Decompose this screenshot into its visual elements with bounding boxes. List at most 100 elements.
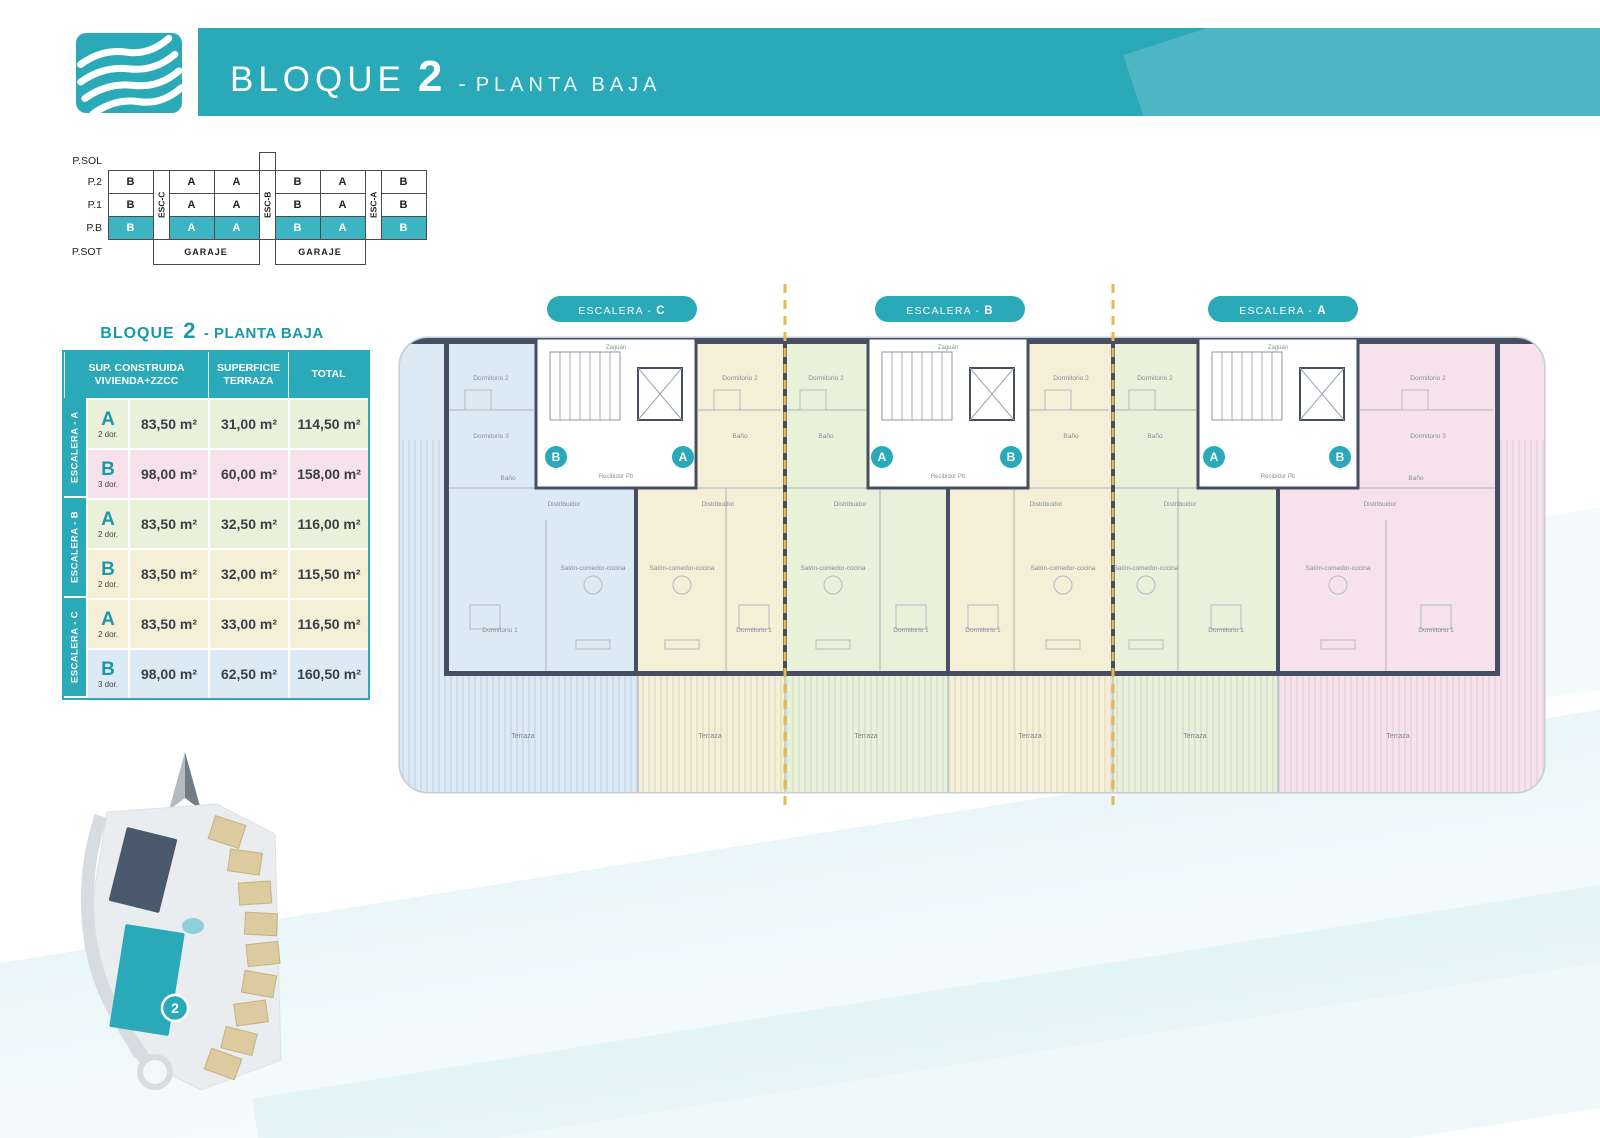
apartment-b-b-labels: Dormitorio 2 Baño Distribuidor Salón-com… <box>965 375 1096 740</box>
table-title: BLOQUE 2 - PLANTA BAJA <box>62 318 362 344</box>
apt-dorms: 3 dor. <box>97 479 118 489</box>
table-cell: 33,00 m² <box>208 598 288 648</box>
table-cell: 60,00 m² <box>208 448 288 498</box>
table-cell: 83,50 m² <box>128 498 208 548</box>
apt-letter: A <box>101 508 115 530</box>
stack-stair-core: ESC-A <box>364 169 382 240</box>
svg-text:A: A <box>679 450 688 464</box>
apartment-badge: A <box>871 446 893 468</box>
col-header-terraza: SUPERFICIE TERRAZA <box>208 352 288 398</box>
svg-text:Dormitorio 2: Dormitorio 2 <box>1053 375 1089 382</box>
apartment-c-a-labels: Dormitorio 2 Baño Distribuidor Salón-com… <box>649 375 772 740</box>
apt-badge-cell: B 2 dor. <box>86 548 128 598</box>
garage-cell: GARAJE <box>152 238 260 265</box>
col-header-construida: SUP. CONSTRUIDA VIVIENDA+ZZCC <box>64 352 208 398</box>
table-cell: 98,00 m² <box>128 648 208 698</box>
svg-text:A: A <box>878 450 887 464</box>
svg-text:Distribuidor: Distribuidor <box>834 501 868 508</box>
svg-text:Salón-comedor-cocina: Salón-comedor-cocina <box>560 565 625 572</box>
roundabout <box>137 1054 173 1090</box>
furniture <box>464 389 1452 650</box>
apartment-a-b-labels: Dormitorio 2 Dormitorio 3 Baño Distribui… <box>1305 375 1454 740</box>
apt-letter: A <box>101 408 115 430</box>
table-cell: 115,50 m² <box>288 548 368 598</box>
escalera-pill-a: ESCALERA - A <box>1208 296 1358 322</box>
stack-unit: B <box>380 169 427 194</box>
svg-text:Dormitorio 2: Dormitorio 2 <box>808 375 844 382</box>
title-number: 2 <box>417 52 443 101</box>
apt-dorms: 2 dor. <box>97 579 118 589</box>
title-dash: - <box>458 71 466 96</box>
col-header-total: TOTAL <box>288 352 368 398</box>
table-cell: 98,00 m² <box>128 448 208 498</box>
svg-text:Salón-comedor-cocina: Salón-comedor-cocina <box>1305 565 1370 572</box>
stack-unit-current-floor: A <box>168 215 215 240</box>
stack-unit-current-floor: A <box>213 215 260 240</box>
stack-unit-current-floor: A <box>319 215 366 240</box>
neighbor-buildings <box>203 815 281 1081</box>
svg-text:Distribuidor: Distribuidor <box>1030 501 1064 508</box>
svg-text:Salón-comedor-cocina: Salón-comedor-cocina <box>649 565 714 572</box>
stack-unit: B <box>380 192 427 217</box>
apt-letter: B <box>101 658 115 680</box>
stack-unit: A <box>213 169 260 194</box>
svg-text:Dormitorio 1: Dormitorio 1 <box>893 627 929 634</box>
background-swoosh <box>252 864 1600 1138</box>
table-cell: 62,50 m² <box>208 648 288 698</box>
stack-stair-core: ESC-B <box>258 169 276 240</box>
svg-text:Distribuidor: Distribuidor <box>702 501 736 508</box>
stack-unit-current-floor: B <box>274 215 321 240</box>
svg-text:Dormitorio 1: Dormitorio 1 <box>482 627 518 634</box>
svg-text:Baño: Baño <box>1408 475 1424 482</box>
apt-badge-cell: A 2 dor. <box>86 498 128 548</box>
svg-text:Zaguán: Zaguán <box>938 345 958 351</box>
stack-row-label: P.1 <box>87 198 102 211</box>
row-group-escalera-b: ESCALERA - B <box>64 498 86 598</box>
svg-text:Recibidor Pb: Recibidor Pb <box>1261 474 1296 480</box>
stack-unit-current-floor: B <box>380 215 427 240</box>
apt-dorms: 2 dor. <box>97 529 118 539</box>
svg-text:Baño: Baño <box>1063 433 1079 440</box>
escalera-pill-b: ESCALERA - B <box>875 296 1025 322</box>
table-cell: 32,00 m² <box>208 548 288 598</box>
stack-unit: B <box>107 192 154 217</box>
title-subtitle: PLANTA BAJA <box>475 74 662 96</box>
stack-unit: A <box>319 169 366 194</box>
svg-text:2: 2 <box>171 1000 179 1016</box>
svg-text:Dormitorio 2: Dormitorio 2 <box>722 375 758 382</box>
svg-text:B: B <box>552 450 561 464</box>
stack-unit: B <box>274 192 321 217</box>
stair-core-b: Zaguán Recibidor Pb <box>866 338 1030 490</box>
apartment-badge: A <box>672 446 694 468</box>
table-cell: 158,00 m² <box>288 448 368 498</box>
apartment-b-a-labels: Dormitorio 2 Baño Distribuidor Salón-com… <box>800 375 929 740</box>
table-cell: 32,50 m² <box>208 498 288 548</box>
wave-logo-icon <box>76 33 185 118</box>
svg-text:Baño: Baño <box>732 433 748 440</box>
svg-text:Dormitorio 2: Dormitorio 2 <box>1137 375 1173 382</box>
apt-badge-cell: A 2 dor. <box>86 398 128 448</box>
stack-unit-current-floor: B <box>107 215 154 240</box>
stack-stair-core: ESC-C <box>152 169 170 240</box>
table-cell: 31,00 m² <box>208 398 288 448</box>
svg-text:Terraza: Terraza <box>511 733 534 740</box>
table-cell: 83,50 m² <box>128 598 208 648</box>
page-title: BLOQUE 2 - PLANTA BAJA <box>230 52 662 102</box>
svg-text:Terraza: Terraza <box>854 733 877 740</box>
floor-plan: ESCALERA - C ESCALERA - B ESCALERA - A <box>398 284 1546 808</box>
apt-badge-cell: B 3 dor. <box>86 448 128 498</box>
svg-text:Baño: Baño <box>1147 433 1163 440</box>
svg-text:Salón-comedor-cocina: Salón-comedor-cocina <box>800 565 865 572</box>
block-2-badge: 2 <box>160 993 190 1023</box>
escalera-pill-c: ESCALERA - C <box>547 296 697 322</box>
svg-text:Recibidor Pb: Recibidor Pb <box>599 474 634 480</box>
svg-text:Distribuidor: Distribuidor <box>1364 501 1398 508</box>
svg-text:Dormitorio 1: Dormitorio 1 <box>965 627 1001 634</box>
table-cell: 160,50 m² <box>288 648 368 698</box>
svg-text:Terraza: Terraza <box>1018 733 1041 740</box>
row-group-escalera-c: ESCALERA - C <box>64 598 86 698</box>
apt-letter: B <box>101 458 115 480</box>
terraces <box>400 440 1544 792</box>
site-plan: 2 <box>80 803 282 1091</box>
building-stack-diagram: P.SOL P.2 P.1 P.B P.SOT B ESC-C A A ESC-… <box>62 151 427 265</box>
